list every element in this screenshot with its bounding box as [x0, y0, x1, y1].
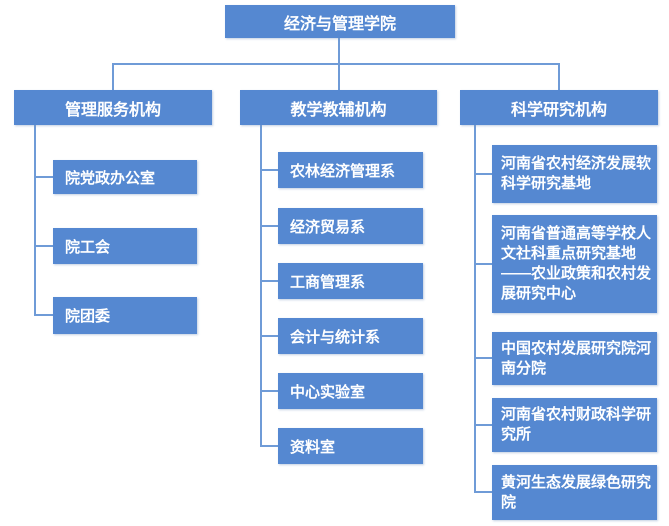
node-youth-league: 院团委: [53, 297, 197, 334]
root-node-college: 经济与管理学院: [225, 5, 455, 38]
node-label: 工商管理系: [290, 273, 366, 291]
node-china-rural-development-henan-branch: 中国农村发展研究院河南分院: [492, 332, 657, 385]
node-label: 黄河生态发展绿色研究院: [501, 473, 652, 511]
node-party-admin-office: 院党政办公室: [53, 160, 197, 194]
node-central-laboratory: 中心实验室: [278, 373, 423, 409]
node-humanities-social-science-key-base: 河南省普通高等学校人文社科重点研究基地——农业政策和农村发展研究中心: [492, 215, 657, 313]
connector-drop-left: [112, 63, 114, 90]
connector-root-stem: [338, 38, 340, 64]
node-accounting-statistics-dept: 会计与统计系: [278, 318, 423, 354]
node-yellow-river-green-development-institute: 黄河生态发展绿色研究院: [492, 465, 657, 520]
node-labor-union: 院工会: [53, 228, 197, 264]
node-rural-economy-softscience-base: 河南省农村经济发展软科学研究基地: [492, 145, 657, 203]
connector-elbow: [474, 424, 493, 426]
node-label: 农林经济管理系: [290, 162, 396, 180]
connector-elbow: [260, 225, 279, 227]
connector-elbow: [34, 176, 54, 178]
node-rural-finance-science-institute: 河南省农村财政科学研究所: [492, 398, 657, 452]
node-label: 河南省农村经济发展软科学研究基地: [501, 155, 652, 192]
branch-header-management-services: 管理服务机构: [14, 90, 212, 125]
branch-header-label: 科学研究机构: [510, 101, 607, 119]
connector-elbow: [34, 245, 54, 247]
connector-spine-right-column: [474, 125, 476, 493]
node-label: 资料室: [290, 438, 336, 456]
node-label: 院工会: [65, 238, 111, 256]
connector-elbow: [260, 445, 279, 447]
connector-drop-middle: [338, 63, 340, 90]
connector-spine-left-column: [34, 125, 36, 316]
connector-elbow: [260, 390, 279, 392]
branch-header-scientific-research: 科学研究机构: [460, 90, 658, 125]
connector-elbow: [474, 173, 493, 175]
root-node-label: 经济与管理学院: [283, 15, 396, 33]
connector-elbow: [260, 169, 279, 171]
node-label: 中国农村发展研究院河南分院: [501, 339, 652, 377]
node-economics-trade-dept: 经济贸易系: [278, 208, 423, 244]
node-label: 中心实验室: [290, 383, 366, 401]
connector-elbow: [474, 263, 493, 265]
branch-header-label: 管理服务机构: [64, 101, 161, 119]
connector-elbow: [474, 491, 493, 493]
node-label: 会计与统计系: [290, 328, 381, 346]
node-label: 院团委: [65, 308, 111, 325]
connector-spine-middle-column: [260, 125, 262, 447]
node-label: 院党政办公室: [65, 169, 156, 187]
connector-elbow: [260, 280, 279, 282]
node-label: 经济贸易系: [290, 218, 366, 236]
node-reference-room: 资料室: [278, 428, 423, 464]
connector-drop-right: [558, 63, 560, 90]
node-label: 河南省农村财政科学研究所: [501, 406, 652, 443]
node-business-admin-dept: 工商管理系: [278, 263, 423, 299]
node-agroforestry-economics-dept: 农林经济管理系: [278, 152, 423, 188]
node-label: 河南省普通高等学校人文社科重点研究基地——农业政策和农村发展研究中心: [501, 225, 652, 302]
connector-elbow: [260, 335, 279, 337]
branch-header-label: 教学教辅机构: [290, 101, 387, 119]
branch-header-teaching-auxiliary: 教学教辅机构: [240, 90, 437, 125]
connector-elbow: [474, 357, 493, 359]
connector-top-horizontal: [112, 63, 560, 65]
connector-elbow: [34, 314, 54, 316]
